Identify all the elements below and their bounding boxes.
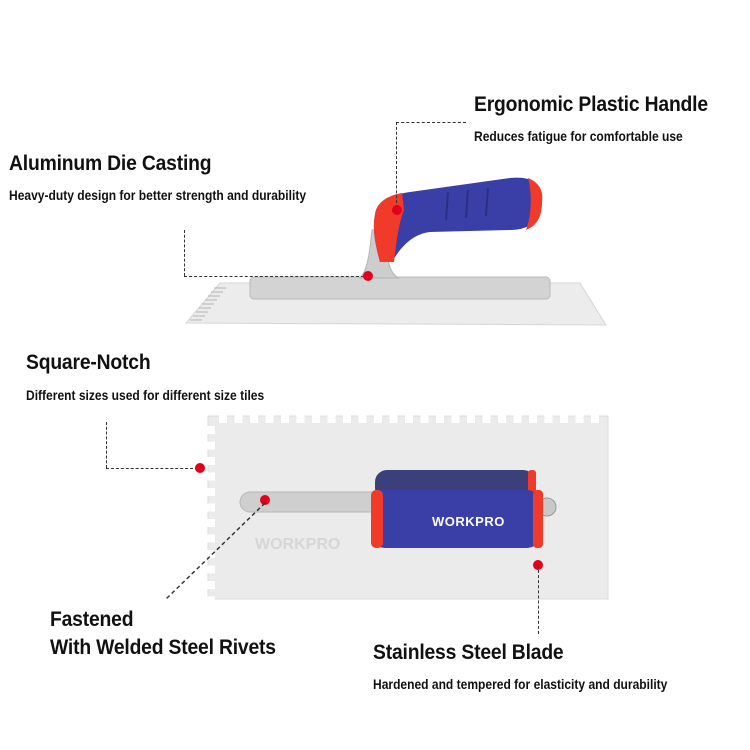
notch-cutout: [312, 415, 320, 423]
side-notch-teeth: [190, 287, 226, 321]
handle-front-cap-right: [533, 490, 543, 548]
blade-watermark: WORKPRO: [255, 536, 341, 553]
handle-callout-title: Ergonomic Plastic Handle: [474, 93, 708, 116]
casting-callout-line-h: [184, 276, 364, 277]
notch-cutout: [207, 441, 215, 450]
notch-cutout: [591, 415, 599, 423]
left-edge-notches: [207, 426, 215, 603]
rivets-callout-title-line2: With Welded Steel Rivets: [50, 636, 276, 659]
notch-callout-line-h: [106, 468, 198, 469]
notch-cutout: [265, 415, 274, 423]
casting-callout-subtitle: Heavy-duty design for better strength an…: [9, 187, 307, 203]
notch-cutout: [296, 415, 305, 423]
notch-cutout: [207, 596, 215, 603]
handle-front-cap-left: [371, 490, 383, 548]
blade-callout-dot-icon: [533, 560, 543, 570]
notch-cutout: [207, 519, 215, 527]
notch-callout-subtitle: Different sizes used for different size …: [26, 387, 265, 403]
notch-cutout: [374, 415, 382, 423]
rivets-callout-line: [164, 502, 266, 601]
casting-bar: [249, 276, 551, 300]
notch-cutout: [207, 472, 215, 481]
handle-end-cap-back: [526, 178, 543, 230]
notch-cutout: [327, 415, 336, 423]
notch-cutout: [207, 488, 215, 496]
notch-cutout: [207, 457, 215, 465]
notch-cutout: [343, 415, 351, 423]
notch-cutout: [389, 415, 398, 423]
handle-callout-line-h: [396, 122, 466, 123]
notch-cutout: [207, 503, 215, 512]
notch-cutout: [436, 415, 444, 423]
notch-cutout: [207, 426, 215, 434]
handle-front: [371, 490, 541, 548]
notch-cutout: [544, 415, 553, 423]
casting-callout-line-v: [184, 230, 185, 276]
notch-cutout: [405, 415, 413, 423]
casting-callout-title: Aluminum Die Casting: [9, 152, 212, 175]
handle-callout-line-v: [396, 122, 397, 208]
handle-callout-subtitle: Reduces fatigue for comfortable use: [474, 128, 683, 144]
notch-cutout: [498, 415, 506, 423]
notch-cutout: [207, 565, 215, 574]
notch-callout-dot-icon: [195, 463, 205, 473]
notch-cutout: [250, 415, 258, 423]
notch-callout-title: Square-Notch: [26, 351, 151, 374]
notch-cutout: [234, 415, 243, 423]
blade-callout-line-v: [538, 570, 539, 634]
handle-grip-ridges: [445, 187, 489, 221]
blade-callout-title: Stainless Steel Blade: [373, 641, 564, 664]
notch-cutout: [560, 415, 568, 423]
notch-cutout: [467, 415, 475, 423]
notch-callout-line-v: [106, 422, 107, 468]
rivets-callout-title-line1: Fastened: [50, 608, 134, 631]
notch-cutout: [219, 415, 227, 423]
notch-cutout: [207, 534, 215, 543]
notch-cutout: [358, 415, 367, 423]
notch-cutout: [207, 581, 215, 589]
notch-cutout: [281, 415, 289, 423]
top-edge-notches: [219, 415, 599, 423]
handle-callout-dot-icon: [392, 205, 402, 215]
notch-cutout: [575, 415, 584, 423]
notch-cutout: [207, 550, 215, 558]
notch-cutout: [529, 415, 537, 423]
handle-brand-label: WORKPRO: [432, 514, 505, 529]
notch-cutout: [513, 415, 522, 423]
trowel-side-view-illustration: [184, 177, 607, 326]
rivets-callout-dot-icon: [260, 495, 270, 505]
handle-grip: [373, 177, 542, 262]
casting-callout-dot-icon: [363, 271, 373, 281]
notch-cutout: [482, 415, 491, 423]
blade-callout-subtitle: Hardened and tempered for elasticity and…: [373, 676, 668, 692]
notch-cutout: [451, 415, 460, 423]
notch-cutout: [420, 415, 429, 423]
